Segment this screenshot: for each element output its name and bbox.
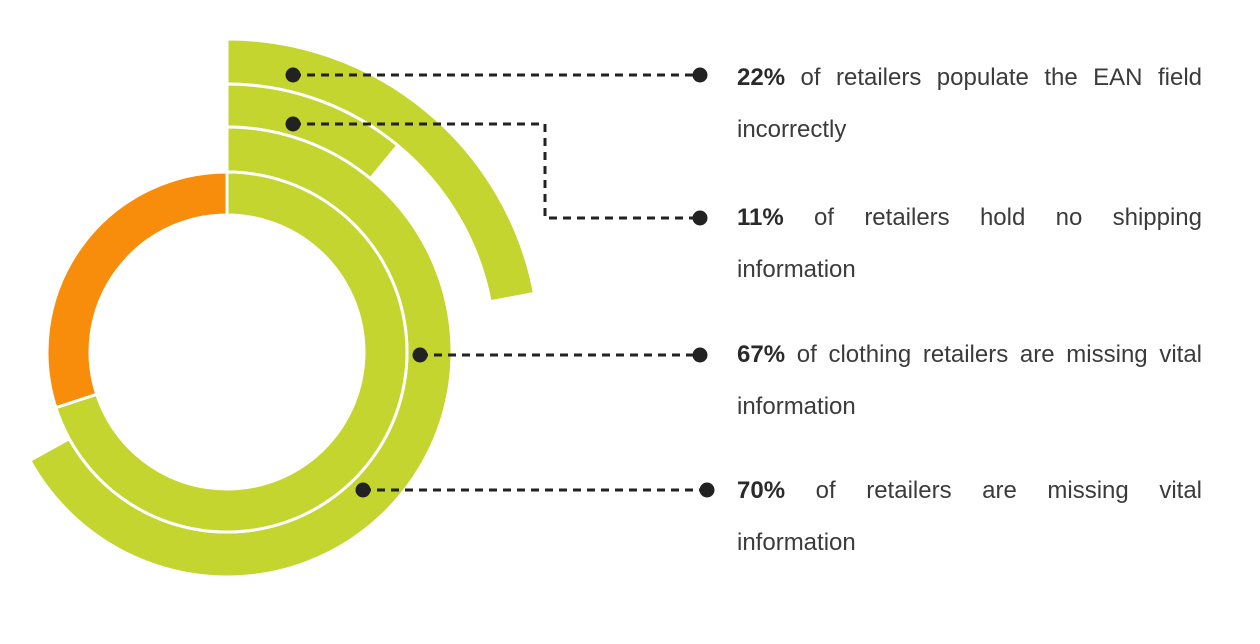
callout-67-text: of clothing retailers are missing vital … — [737, 341, 1203, 420]
callout-11-text: of retailers hold no shipping informatio… — [737, 204, 1202, 283]
arc-70-percent — [53, 170, 409, 534]
connectors-layer — [285, 67, 715, 498]
callout-67-value: 67% — [737, 341, 786, 368]
connector-start-dot-67 — [412, 347, 428, 363]
connector-line-11 — [293, 122, 700, 220]
arcs-layer — [27, 37, 537, 579]
connector-start-dot-70 — [355, 482, 371, 498]
connector-end-dot-67 — [692, 347, 708, 363]
callout-67-percent: 67% of clothing retailers are missing vi… — [737, 329, 1202, 433]
connector-end-dot-22 — [692, 67, 708, 83]
callout-70-text: of retailers are missing vital informati… — [737, 477, 1203, 556]
connector-start-dot-11 — [285, 116, 301, 132]
callout-22-text: of retailers populate the EAN field inco… — [737, 64, 1202, 143]
callout-70-percent: 70% of retailers are missing vital infor… — [737, 465, 1202, 569]
callout-11-percent: 11% of retailers hold no shipping inform… — [737, 192, 1202, 296]
connector-end-dot-11 — [692, 210, 708, 226]
arc-remainder-30-percent — [45, 170, 229, 410]
connector-end-dot-70 — [699, 482, 715, 498]
callout-22-value: 22% — [737, 64, 786, 91]
callout-11-value: 11% — [737, 204, 784, 231]
callout-22-percent: 22% of retailers populate the EAN field … — [737, 52, 1202, 156]
connector-start-dot-22 — [285, 67, 301, 83]
callout-70-value: 70% — [737, 477, 786, 504]
